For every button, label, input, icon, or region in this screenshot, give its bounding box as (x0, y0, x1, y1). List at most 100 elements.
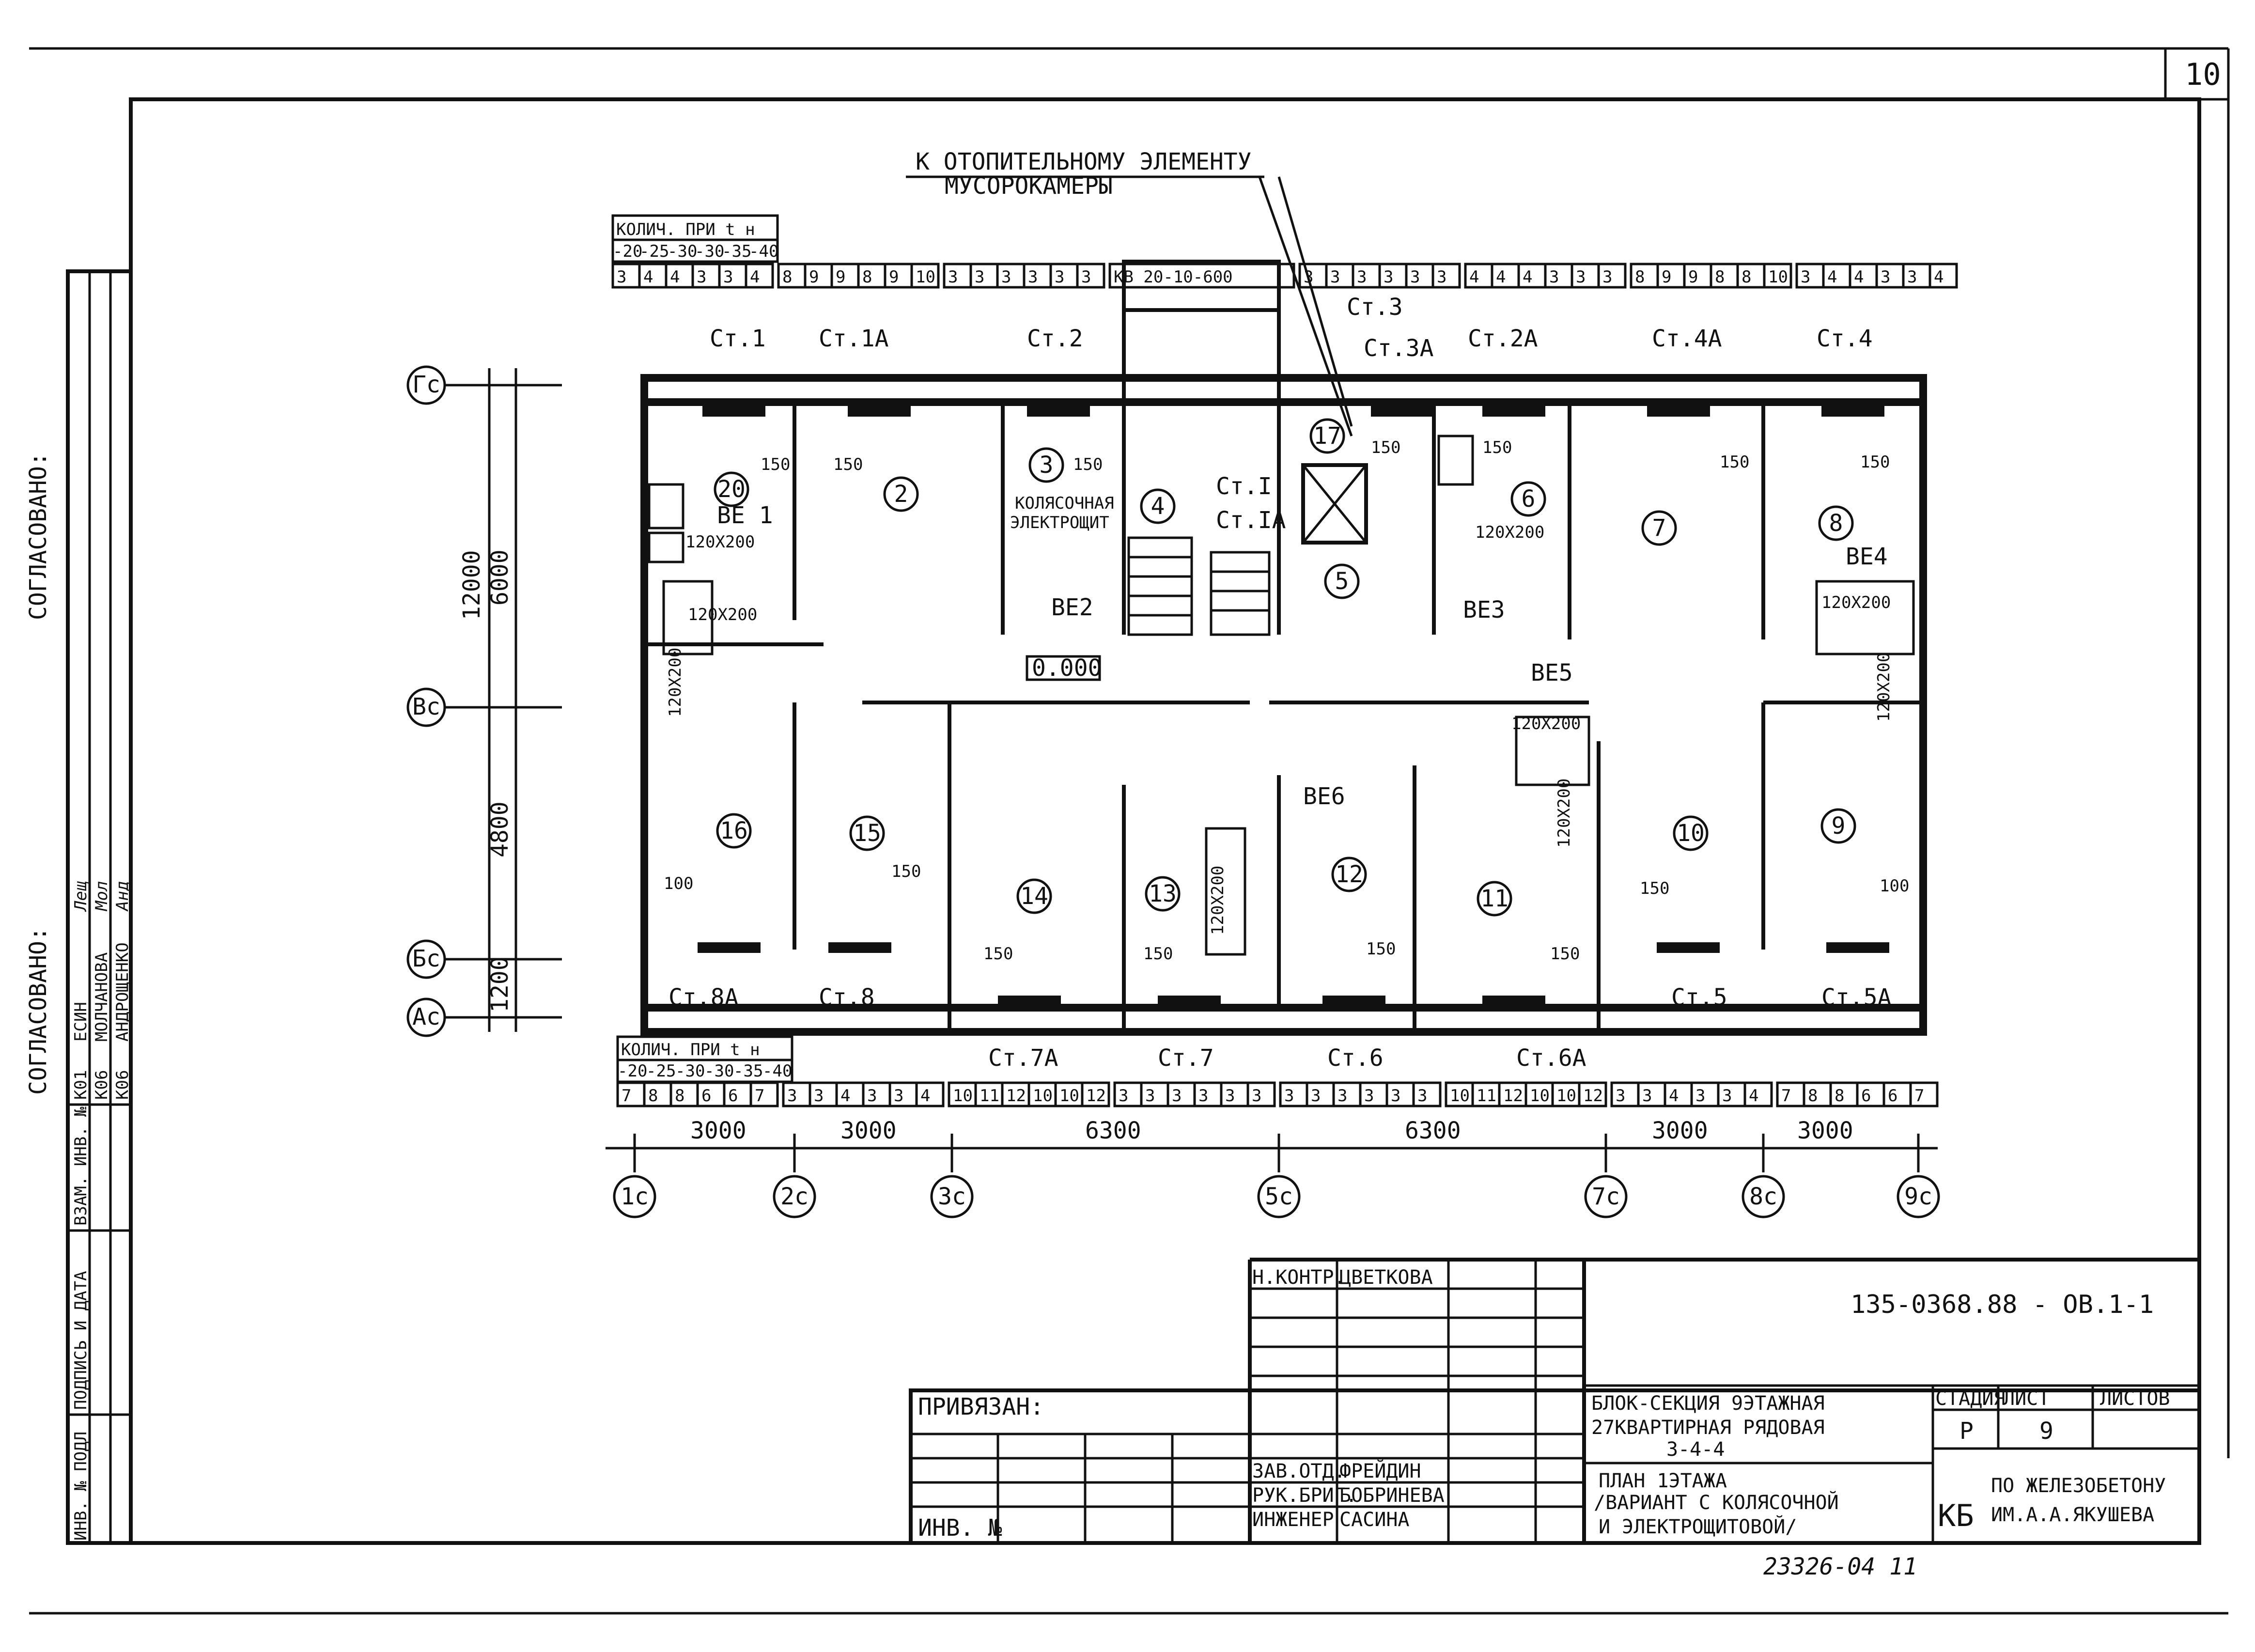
room-number: 2 (894, 481, 908, 508)
bottom-count-value: 3 (1172, 1086, 1182, 1106)
top-count-value: КВ 20-10-600 (1114, 267, 1233, 287)
top-count-value: 3 (697, 267, 706, 287)
top-count-cell (1928, 263, 1958, 289)
radiator-mark (1821, 406, 1884, 417)
riser-st8a: Ст.8А (669, 984, 739, 1011)
radiator-mark (1158, 996, 1221, 1006)
room-number: 6 (1522, 485, 1536, 513)
bottom-count-value: 3 (1364, 1086, 1374, 1106)
axis-col-bubble (930, 1175, 974, 1218)
title-line2: 27КВАРТИРНАЯ РЯДОВАЯ (1591, 1417, 1825, 1439)
approver-code-3: К06 (113, 1070, 132, 1100)
room-number: 13 (1149, 880, 1177, 907)
temps-top-3: -30 (695, 242, 724, 261)
top-count-cell (1108, 263, 1295, 289)
bottom-count-value: 10 (1059, 1086, 1079, 1106)
riser-st1a: Ст.1А (819, 325, 889, 352)
room-number: 3 (1040, 452, 1054, 479)
approver-signature-1: Лещ (71, 881, 91, 912)
riser-st5: Ст.5 (1671, 984, 1727, 1011)
bottom-count-cell (1081, 1081, 1110, 1107)
radiator-mark (1482, 406, 1545, 417)
bottom-count-value: 7 (755, 1086, 764, 1106)
top-count-value: 3 (1576, 267, 1586, 287)
bottom-count-value: 3 (1311, 1086, 1321, 1106)
radiator-mark (828, 942, 891, 953)
note-line-1: К ОТОПИТЕЛЬНОМУ ЭЛЕМЕНТУ (916, 148, 1252, 175)
bottom-count-value: 10 (1556, 1086, 1576, 1106)
temps-top-5: -40 (749, 242, 778, 261)
bottom-count-value: 8 (1808, 1086, 1818, 1106)
dim-v-6000: 6000 (486, 549, 513, 606)
top-count-value: 4 (1827, 267, 1837, 287)
bottom-count-value: 3 (1642, 1086, 1652, 1106)
temps-bottom-0: -20 (618, 1061, 647, 1081)
offset-150-7: 150 (1860, 452, 1890, 472)
privyazan-label: ПРИВЯЗАН: (918, 1393, 1044, 1420)
sheet-header: ЛИСТ (2003, 1387, 2050, 1410)
top-count-value: 4 (670, 267, 680, 287)
axis-col-label: 3с (938, 1183, 966, 1210)
name-sasina: САСИНА (1339, 1509, 1410, 1531)
room-circle (849, 815, 885, 851)
top-count-value: 3 (1055, 267, 1064, 287)
offset-150-12: 150 (1550, 944, 1580, 964)
top-count-value: 3 (975, 267, 984, 287)
top-count-value: 3 (1304, 267, 1313, 287)
room-circle (1673, 815, 1709, 851)
riser-st6: Ст.6 (1327, 1044, 1384, 1072)
org-logo: КБ (1938, 1498, 1974, 1533)
bottom-count-value: 12 (1583, 1086, 1603, 1106)
room-circle (714, 471, 749, 507)
top-count-value: 4 (1523, 267, 1532, 287)
top-count-value: 3 (1410, 267, 1420, 287)
room-circle (883, 476, 919, 512)
stroller-room-line2: ЭЛЕКТРОЩИТ (1010, 513, 1109, 532)
top-count-value: 3 (1357, 267, 1367, 287)
n-kontr-role: Н.КОНТР. (1252, 1266, 1346, 1289)
top-count-value: 9 (809, 267, 819, 287)
bottom-count-value: 8 (1835, 1086, 1844, 1106)
bottom-count-value: 10 (1033, 1086, 1053, 1106)
top-count-value: 9 (1662, 267, 1671, 287)
top-count-value: 4 (1469, 267, 1479, 287)
temps-top-4: -35 (722, 242, 751, 261)
room-circle (1641, 510, 1677, 546)
top-count-cell (1763, 263, 1792, 289)
bottom-count-value: 3 (814, 1086, 824, 1106)
radiators (698, 406, 1889, 1006)
offset-150-6: 150 (1720, 452, 1749, 472)
role-ruk-brig: РУК.БРИГ. (1252, 1484, 1357, 1507)
bottom-count-value: 11 (980, 1086, 999, 1106)
top-count-cell (910, 263, 940, 289)
vent-size-v2: 120Х200 (1874, 653, 1894, 722)
bottom-count-value: 12 (1006, 1086, 1026, 1106)
bottom-count-value: 6 (728, 1086, 738, 1106)
axis-col-label: 9с (1904, 1183, 1932, 1210)
vent-size-v3: 120Х200 (1555, 779, 1574, 848)
top-count-value: 3 (948, 267, 958, 287)
room-number: 14 (1020, 883, 1048, 910)
bottom-count-value: 10 (1530, 1086, 1550, 1106)
bottom-count-value: 7 (1781, 1086, 1791, 1106)
approver-signature-3: Анд (113, 881, 132, 912)
bottom-count-value: 6 (1861, 1086, 1871, 1106)
room-number: 8 (1829, 510, 1843, 537)
bottom-count-value: 3 (787, 1086, 797, 1106)
riser-st3a: Ст.3А (1364, 335, 1434, 362)
radiator-mark (698, 942, 761, 953)
bottom-count-value: 3 (1695, 1086, 1705, 1106)
room-circle (1818, 505, 1854, 541)
axis-col-label: 7с (1592, 1183, 1620, 1210)
riser-st8: Ст.8 (819, 984, 875, 1011)
vent-size-3: 120Х200 (1475, 523, 1544, 542)
temps-bottom-3: -30 (704, 1061, 734, 1081)
stage-header: СТАДИЯ (1935, 1387, 2006, 1410)
offset-100-1: 100 (664, 874, 693, 893)
bottom-count-value: 6 (1888, 1086, 1897, 1106)
bottom-count-value: 3 (1417, 1086, 1427, 1106)
bottom-count-value: 6 (701, 1086, 711, 1106)
bottom-count-cell (1246, 1081, 1276, 1107)
vent-size-v4: 120Х200 (1208, 866, 1228, 935)
